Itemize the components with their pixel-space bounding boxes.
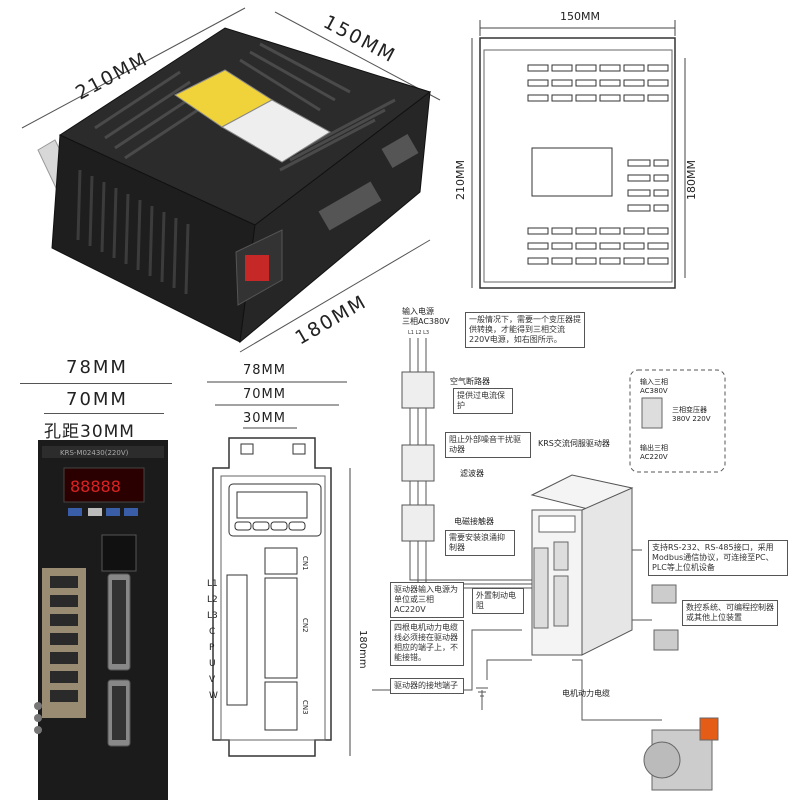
note-cnc: 数控系统、可编程控制器或其他上位装置 [682,600,778,626]
drive-photo-iso: 210MM 150MM 180MM [21,7,441,353]
motor-cable-label: 电机动力电缆 [562,688,610,698]
note-comm: 支持RS-232、RS-485接口，采用Modbus通信协议，可连接至PC、PL… [648,540,788,576]
note-filter: 阻止外部噪音干扰驱动器 [445,432,531,458]
terminal-C: C [209,627,215,637]
connector-cn1: CN1 [301,556,309,571]
terminal-P: P [209,643,215,653]
dim-78-line [20,383,172,384]
dim-78-label: 78MM [66,357,128,378]
input-power-line2: 三相AC380V [402,316,450,326]
side-height-left: 210MM [454,160,467,200]
fd-height-label: 180mm [357,630,368,669]
contactor-label: 电磁接触器 [454,516,494,526]
terminal-L2: L2 [207,595,218,605]
input-power-label: 输入电源 三相AC380V [402,306,450,326]
breaker-label: 空气断路器 [450,376,490,386]
svg-text:88888: 88888 [70,477,121,496]
wiring-diagram: 输入电源 三相AC380V L1 L2 L3 空气断路器 滤波器 电磁接触器 K… [372,306,726,791]
terminal-labels: L1 L2 L3 C P U V W [207,579,218,701]
terminal-V: V [209,675,216,685]
side-height-right: 180MM [685,160,698,200]
phase-labels: L1 L2 L3 [408,330,429,336]
note-ground: 驱动器的接地端子 [390,678,464,694]
note-transformer: 一般情况下，需要一个变压器提供转换，才能得到三相交流220V电源，如右图所示。 [465,312,585,348]
connector-cn3: CN3 [301,700,309,715]
fd-dim-30: 30MM [243,411,286,426]
terminal-W: W [209,691,218,701]
terminal-U: U [209,659,216,669]
model-label: KRS-M02430(220V) [60,449,129,457]
filter-label: 滤波器 [460,468,484,478]
connector-cn2: CN2 [301,618,309,633]
input-power-line1: 输入电源 [402,306,434,316]
fd-dim-78: 78MM [243,363,286,378]
front-photo: KRS-M02430(220V) 88888 [34,440,168,800]
note-motor-cable: 四根电机动力电缆线必须接在驱动器相应的端子上，不能接错。 [390,620,464,666]
front-view-drawing: 78MM 70MM 30MM 180mm L1 L2 L3 C P U V W … [207,363,368,757]
note-breaker: 提供过电流保护 [453,388,513,414]
dim-70-label: 70MM [66,389,128,410]
dim-150-label: 150MM [320,11,400,68]
driver-title: KRS交流伺服驱动器 [538,438,610,448]
dim-hole-label: 孔距30MM [44,422,135,442]
note-power-input: 驱动器输入电源为单位或三相AC220V [390,582,464,618]
terminal-L3: L3 [207,611,218,621]
side-width-label: 150MM [560,10,600,23]
terminal-L1: L1 [207,579,218,589]
fd-dim-70: 70MM [243,387,286,402]
note-brake-resistor: 外置制动电阻 [472,588,524,614]
side-view-drawing: 150MM 210MM 180MM [454,10,698,289]
note-contactor: 需要安装浪涌抑制器 [445,530,515,556]
front-photo-dims: 78MM 70MM 孔距30MM [18,355,178,445]
dim-70-line [44,413,164,414]
dim-180-label: 180MM [292,291,371,350]
